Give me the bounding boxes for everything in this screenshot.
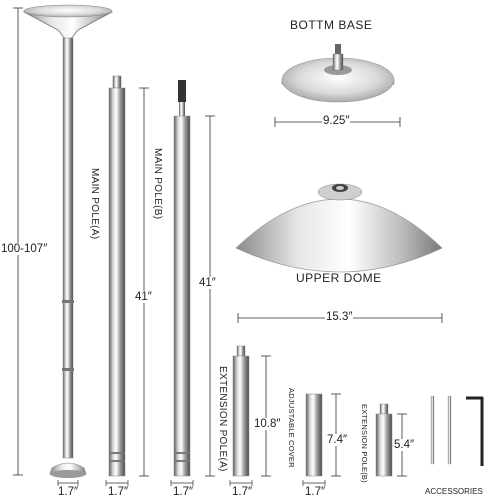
extension-a-diameter-label: 1.7″ bbox=[231, 486, 254, 498]
upper-dome-label: UPPER DOME bbox=[296, 271, 382, 285]
assembled-pole bbox=[22, 4, 114, 478]
cover-diameter-label: 1.7″ bbox=[304, 486, 327, 498]
accessories bbox=[430, 395, 484, 466]
main-pole-b bbox=[173, 80, 191, 477]
adjustable-cover bbox=[305, 393, 323, 477]
main-pole-b-label: MAIN POLE(B) bbox=[152, 148, 163, 220]
extension-pole-b bbox=[375, 403, 393, 477]
cover-length-label: 7.4″ bbox=[326, 434, 349, 446]
total-height-label: 100-107″ bbox=[0, 243, 49, 255]
main-pole-a-label: MAIN POLE(A) bbox=[89, 168, 100, 240]
extension-b-length-label: 5.4″ bbox=[393, 439, 416, 451]
height-dimension-line bbox=[13, 7, 23, 476]
extension-a-dimension-line bbox=[261, 355, 271, 477]
extension-pole-a-label: EXTENSION POLE(A) bbox=[217, 366, 228, 472]
extension-pole-a bbox=[232, 345, 250, 477]
dome-diameter-label: 15.3″ bbox=[325, 311, 354, 323]
adjustable-cover-label: ADJUSTABLE COVER bbox=[287, 388, 296, 468]
pole-b-diameter-label: 1.7″ bbox=[172, 486, 195, 498]
accessories-label: ACCESSORIES bbox=[425, 487, 483, 496]
full-pole-diameter-label: 1.7″ bbox=[57, 486, 80, 498]
bottom-base bbox=[281, 44, 395, 103]
bottom-base-label: BOTTM BASE bbox=[290, 18, 373, 32]
extension-a-length-label: 10.8″ bbox=[253, 418, 282, 430]
pole-a-dimension-line bbox=[139, 87, 149, 477]
base-diameter-label: 9.25″ bbox=[322, 115, 351, 127]
pole-a-diameter-label: 1.7″ bbox=[107, 486, 130, 498]
diameter-marks bbox=[57, 480, 326, 486]
upper-dome bbox=[235, 183, 443, 273]
main-pole-a bbox=[108, 75, 126, 477]
pole-b-dimension-line bbox=[205, 115, 215, 477]
pole-a-length-label: 41″ bbox=[134, 291, 153, 303]
extension-pole-b-label: EXTENSION POLE(B) bbox=[360, 404, 369, 483]
pole-b-length-label: 41″ bbox=[198, 277, 217, 289]
